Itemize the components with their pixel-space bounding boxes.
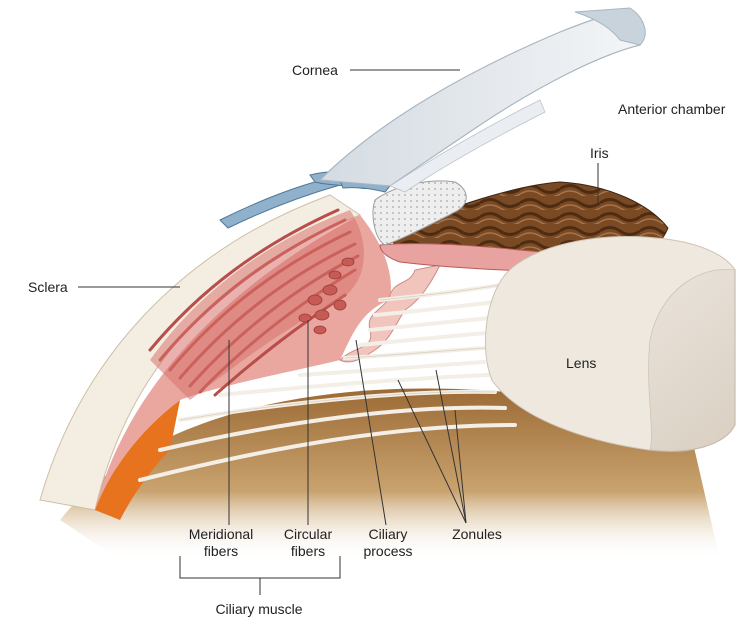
label-ciliary-process-line1: Ciliary (369, 526, 408, 542)
label-lens: Lens (566, 355, 596, 371)
label-circular-line1: Circular (284, 526, 333, 542)
label-zonules: Zonules (452, 526, 502, 542)
label-anterior-chamber: Anterior chamber (618, 101, 726, 117)
label-ciliary-process-line2: process (363, 543, 412, 559)
label-ciliary-muscle: Ciliary muscle (215, 601, 302, 617)
label-meridional-line2: fibers (204, 543, 238, 559)
label-iris: Iris (590, 145, 609, 161)
label-circular-line2: fibers (291, 543, 325, 559)
label-meridional-line1: Meridional (189, 526, 254, 542)
label-sclera: Sclera (28, 279, 68, 295)
label-cornea: Cornea (292, 62, 338, 78)
